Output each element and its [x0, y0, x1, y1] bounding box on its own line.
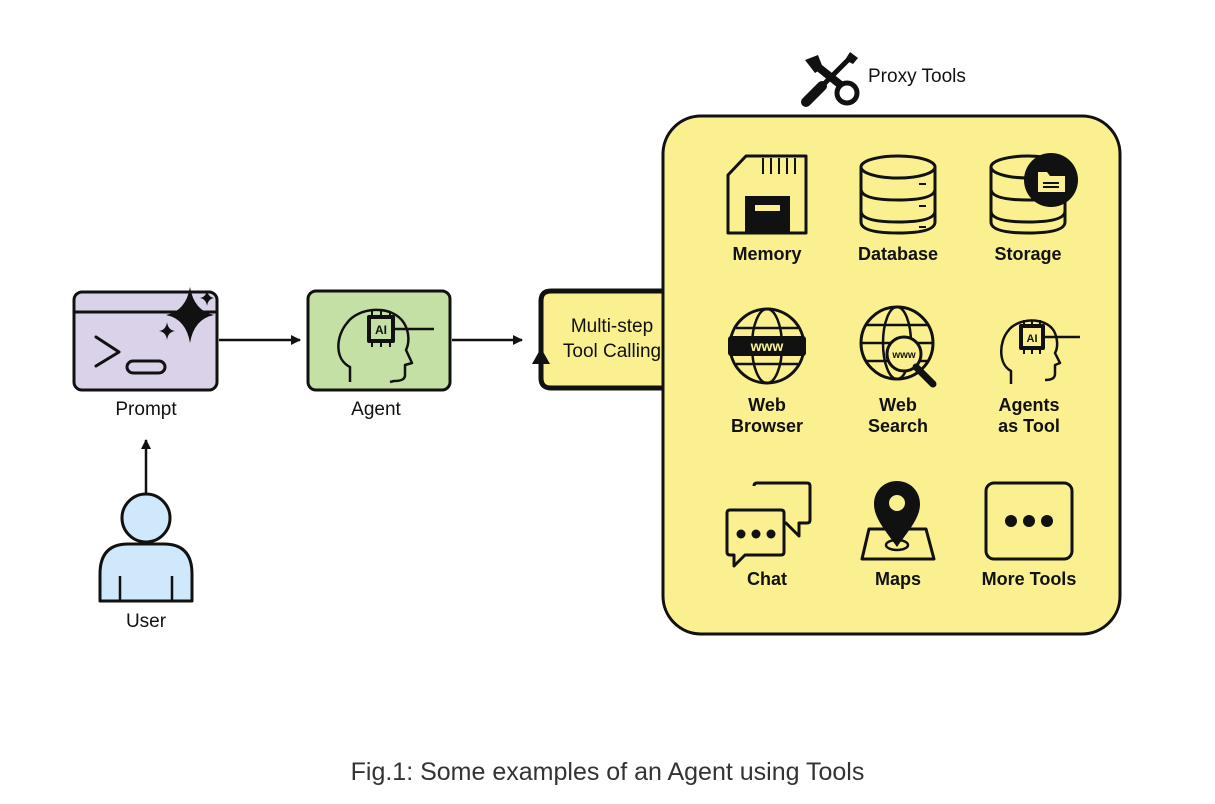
- agents-as-tool: AI Agents as Tool: [998, 319, 1080, 436]
- agents-as-tool-label-line2: as Tool: [998, 416, 1060, 436]
- agents-as-tool-label-line1: Agents: [998, 395, 1059, 415]
- figure-caption: Fig.1: Some examples of an Agent using T…: [350, 758, 865, 786]
- storage-icon: [989, 153, 1078, 235]
- maps-label: Maps: [875, 569, 921, 589]
- web-browser-tool: www Web Browser: [728, 307, 806, 436]
- multistep-label-line2: Tool Calling: [563, 341, 661, 362]
- sparkle-icon: [159, 287, 214, 343]
- prompt-node: Prompt: [72, 287, 219, 420]
- agent-node: AI Agent: [306, 289, 452, 420]
- terminal-icon: [94, 335, 167, 375]
- proxy-tools-header: Proxy Tools: [801, 52, 966, 107]
- memory-label: Memory: [732, 244, 801, 264]
- storage-tool: Storage: [989, 153, 1078, 264]
- ai-head-icon-small: AI: [1000, 319, 1080, 384]
- more-dots-icon: [984, 481, 1074, 561]
- globe-www-icon: www: [728, 307, 806, 385]
- tools-icon: [801, 52, 860, 107]
- web-search-label-line1: Web: [879, 395, 917, 415]
- chat-label: Chat: [747, 569, 787, 589]
- chat-bubbles-icon: [725, 481, 812, 568]
- web-search-label-line2: Search: [868, 416, 928, 436]
- user-node: User: [98, 439, 194, 632]
- more-tools-tool: More Tools: [982, 481, 1077, 589]
- ai-chip-text: AI: [375, 323, 387, 337]
- database-label: Database: [858, 244, 938, 264]
- globe-search-icon: www: [859, 305, 937, 388]
- prompt-label: Prompt: [115, 399, 177, 420]
- more-tools-label: More Tools: [982, 569, 1077, 589]
- maps-tool: Maps: [860, 481, 936, 589]
- loop-arrowhead-left: [532, 348, 550, 364]
- agent-label: Agent: [351, 399, 401, 420]
- sd-card-icon: [726, 154, 808, 235]
- www-text-browser: www: [750, 338, 784, 354]
- map-pin-icon: [860, 481, 936, 561]
- chat-tool: Chat: [725, 481, 812, 589]
- user-label: User: [126, 611, 167, 632]
- www-text-search: www: [891, 350, 916, 361]
- multistep-tool-calling-node: Multi-step Tool Calling: [532, 288, 693, 391]
- user-icon: [98, 492, 194, 603]
- database-icon: [859, 154, 937, 235]
- web-search-tool: www Web Search: [859, 305, 937, 436]
- ai-chip-text-small: AI: [1027, 333, 1038, 345]
- web-browser-label-line2: Browser: [731, 416, 803, 436]
- database-tool: Database: [858, 154, 938, 264]
- web-browser-label-line1: Web: [748, 395, 786, 415]
- storage-label: Storage: [994, 244, 1061, 264]
- memory-tool: Memory: [726, 154, 808, 264]
- multistep-label-line1: Multi-step: [571, 316, 653, 337]
- proxy-tools-label: Proxy Tools: [868, 66, 966, 87]
- proxy-tools-panel: Memory Database: [661, 114, 1122, 636]
- ai-head-icon: AI: [337, 308, 434, 384]
